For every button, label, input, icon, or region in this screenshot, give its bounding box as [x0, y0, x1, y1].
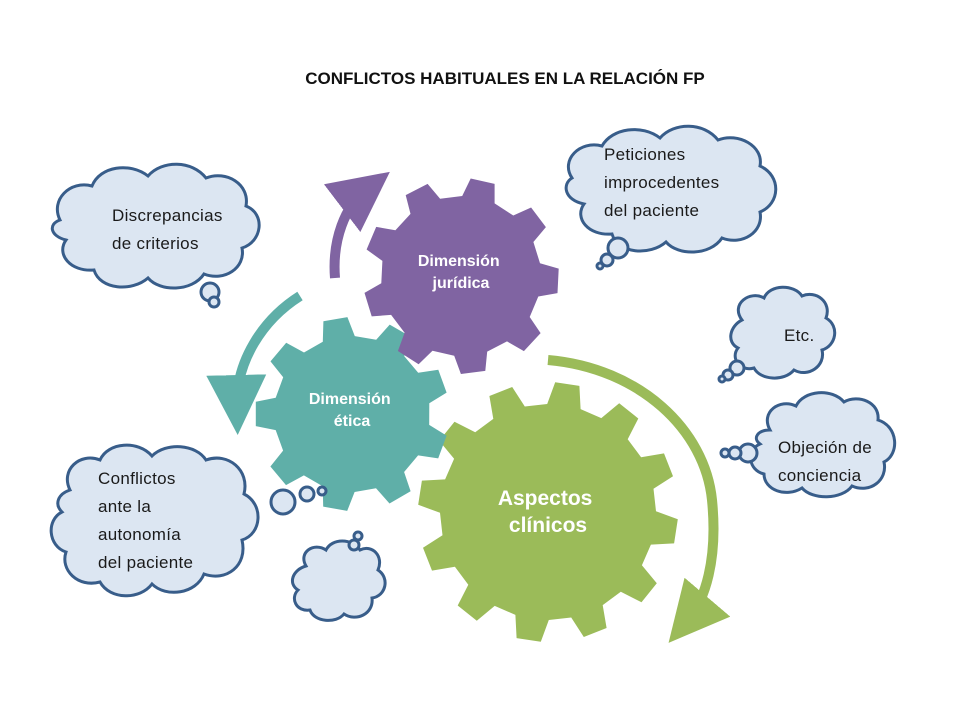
cloud-peticiones-text: Peticiones improcedentes del paciente — [604, 145, 724, 220]
cloud-peticiones — [564, 124, 778, 271]
cloud-discrepancias — [50, 162, 261, 309]
gear-clinical-label: Aspectos clínicos — [498, 487, 598, 537]
cloud-empty-shape — [290, 539, 387, 622]
cloud-objecion-bubble — [719, 447, 731, 459]
cloud-objecion-line: Objeción de — [778, 438, 872, 457]
gear-legal-line1: Dimensión — [418, 253, 500, 270]
cloud-peticiones-shape — [564, 124, 778, 254]
cloud-objecion-line: conciencia — [778, 466, 862, 485]
cloud-peticiones-bubble — [599, 252, 615, 268]
cloud-conflictos-shape — [49, 443, 260, 598]
cloud-conflictos-line: Conflictos — [98, 469, 176, 488]
cloud-discrepancias-bubble — [207, 295, 221, 309]
cloud-objecion-bubble — [727, 445, 743, 461]
cloud-discrepancias-line: Discrepancias — [112, 206, 223, 225]
gear-ethical-line1: Dimensión — [309, 391, 391, 408]
cloud-etc-line: Etc. — [784, 326, 815, 345]
gear-clinical-shape — [418, 382, 678, 642]
cloud-etc-bubble — [717, 374, 727, 384]
cloud-peticiones-bubble — [606, 236, 630, 260]
cloud-objecion-text: Objeción de conciencia — [778, 438, 877, 485]
cloud-conflictos — [49, 443, 328, 598]
cloud-conflictos-line: ante la — [98, 497, 151, 516]
cloud-discrepancias-shape — [50, 162, 261, 290]
cloud-peticiones-line: improcedentes — [604, 173, 719, 192]
diagram-title: CONFLICTOS HABITUALES EN LA RELACIÓN FP — [305, 69, 705, 88]
cloud-discrepancias-line: de criterios — [112, 234, 199, 253]
cloud-empty — [290, 530, 387, 622]
cloud-conflictos-text: Conflictos ante la autonomía del pacient… — [98, 469, 193, 572]
cloud-peticiones-bubble — [595, 261, 605, 271]
teal-curved-arrow — [206, 291, 303, 435]
gear-clinical-line1: Aspectos — [498, 487, 593, 510]
cloud-etc-shape — [729, 285, 837, 380]
cloud-objecion — [719, 391, 897, 499]
gear-legal-line2: jurídica — [432, 275, 490, 292]
gear-legal-label: Dimensión jurídica — [418, 253, 504, 292]
cloud-empty-bubble — [352, 530, 364, 542]
purple-curved-arrow — [323, 171, 390, 279]
gear-clinical: Aspectos clínicos — [418, 382, 678, 642]
gear-ethical-label: Dimensión ética — [309, 391, 395, 430]
gear-ethical-line2: ética — [334, 413, 371, 430]
cloud-conflictos-bubble — [298, 485, 316, 503]
cloud-peticiones-line: Peticiones — [604, 145, 685, 164]
cloud-discrepancias-text: Discrepancias de criterios — [112, 206, 228, 253]
cloud-etc — [717, 285, 837, 384]
gear-legal: Dimensión jurídica — [364, 178, 559, 374]
cloud-conflictos-bubble — [316, 485, 328, 497]
cloud-conflictos-line: autonomía — [98, 525, 181, 544]
gear-clinical-line2: clínicos — [509, 514, 587, 537]
cloud-empty-bubble — [347, 538, 361, 552]
gear-ethical: Dimensión ética — [255, 317, 447, 511]
gear-legal-shape — [364, 178, 559, 374]
gear-ethical-shape — [255, 317, 447, 511]
green-curved-arrow — [547, 355, 731, 643]
cloud-peticiones-line: del paciente — [604, 201, 699, 220]
cloud-etc-bubble — [728, 359, 746, 377]
cloud-conflictos-bubble — [269, 488, 297, 516]
cloud-etc-text: Etc. — [784, 326, 815, 345]
cloud-conflictos-line: del paciente — [98, 553, 193, 572]
